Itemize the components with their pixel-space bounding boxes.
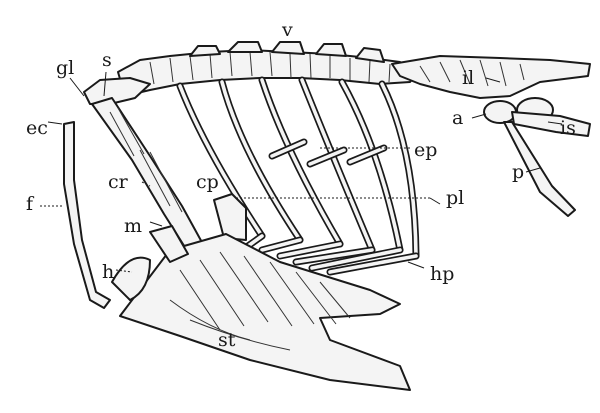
label-s: s bbox=[102, 49, 112, 71]
label-ec: ec bbox=[26, 117, 48, 139]
label-f: f bbox=[26, 193, 35, 215]
coracoid-process bbox=[213, 193, 247, 241]
label-pl: pl bbox=[446, 187, 464, 209]
ilium-pelvis bbox=[391, 55, 591, 99]
label-a: a bbox=[452, 107, 463, 129]
uncinate-processes bbox=[268, 138, 388, 168]
ribs bbox=[176, 76, 420, 260]
label-hp: hp bbox=[430, 263, 454, 285]
pubis bbox=[503, 121, 576, 217]
humerus-opening bbox=[111, 256, 151, 301]
label-st: st bbox=[218, 329, 236, 351]
label-p: p bbox=[512, 161, 524, 183]
vertebral-column bbox=[117, 41, 421, 97]
label-m: m bbox=[124, 215, 142, 237]
label-v: v bbox=[281, 19, 293, 41]
sternum bbox=[119, 233, 411, 391]
furcula bbox=[63, 121, 111, 309]
label-h: h bbox=[102, 261, 114, 283]
ischium bbox=[511, 111, 591, 137]
labels: v gl s il ec a is ep cr cp p f pl m h hp… bbox=[26, 19, 576, 351]
label-ep: ep bbox=[414, 139, 437, 161]
label-gl: gl bbox=[56, 57, 74, 79]
scapula bbox=[83, 77, 151, 105]
leader-lines bbox=[40, 71, 563, 273]
label-is: is bbox=[560, 117, 576, 139]
sternal-ribs bbox=[244, 232, 420, 276]
label-cr: cr bbox=[108, 171, 129, 193]
keel-margin bbox=[149, 225, 189, 263]
label-il: il bbox=[462, 67, 474, 89]
label-cp: cp bbox=[196, 171, 219, 193]
